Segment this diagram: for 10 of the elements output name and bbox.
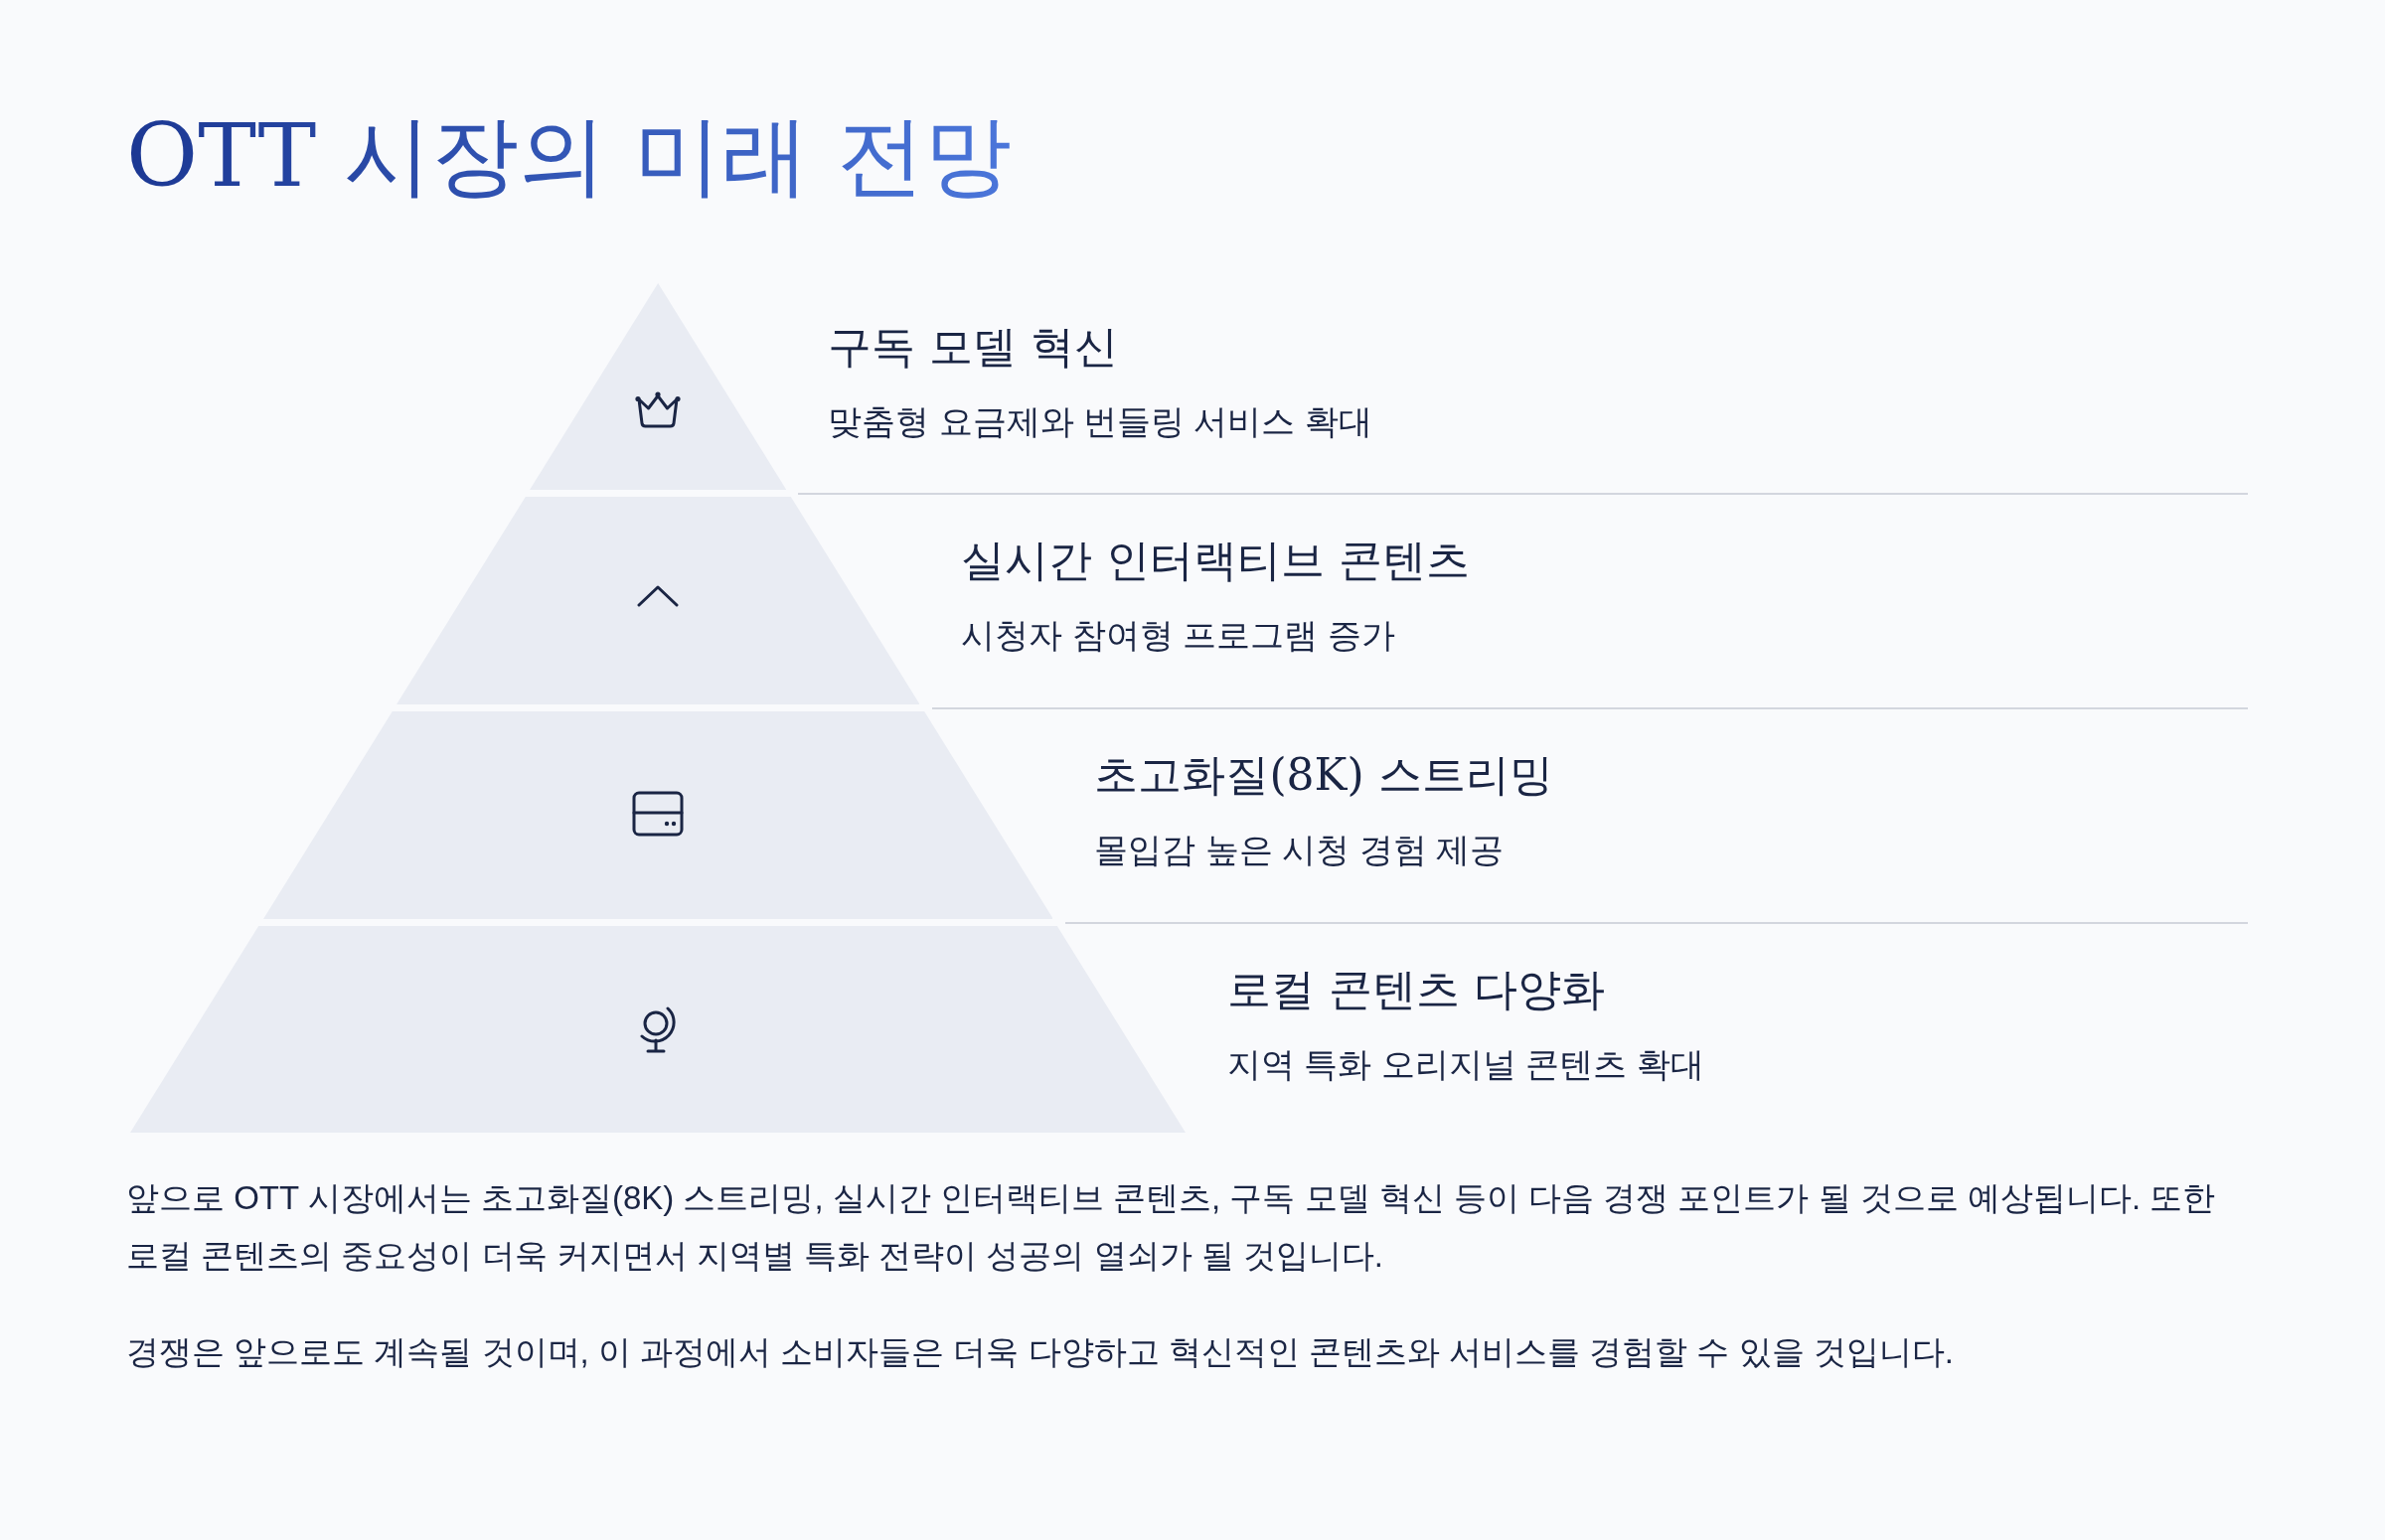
body-paragraph: 경쟁은 앞으로도 계속될 것이며, 이 과정에서 소비자들은 더욱 다양하고 혁신적인 콘텐츠와 서비스를 경험할 수 있을 것입니다. — [126, 1332, 1955, 1372]
tier-description: 몰입감 높은 시청 경험 제공 — [1094, 830, 1505, 870]
tier-description: 맞춤형 요금제와 번들링 서비스 확대 — [828, 400, 1372, 442]
tier-description: 시청자 참여형 프로그램 증가 — [961, 615, 1395, 656]
tier-heading: 로컬 콘텐츠 다양화 — [1227, 963, 1605, 1016]
tier-description: 지역 특화 오리지널 콘텐츠 확대 — [1227, 1043, 1704, 1085]
body-paragraph: 앞으로 OTT 시장에서는 초고화질(8K) 스트리밍, 실시간 인터랙티브 콘텐츠, 구독 모델 혁신 등이 다음 경쟁 포인트가 될 것으로 예상됩니다. 또한 로컬 콘텐츠의 중요성이 더욱 커지면서 지역별 특화 전략이 성공의 열쇠가 될 것입니다. — [126, 1178, 2217, 1276]
tier-heading: 구독 모델 혁신 — [828, 320, 1119, 374]
tier-heading: 초고화질(8K) 스트리밍 — [1094, 749, 1553, 802]
tier-heading: 실시간 인터랙티브 콘텐츠 — [961, 535, 1471, 587]
